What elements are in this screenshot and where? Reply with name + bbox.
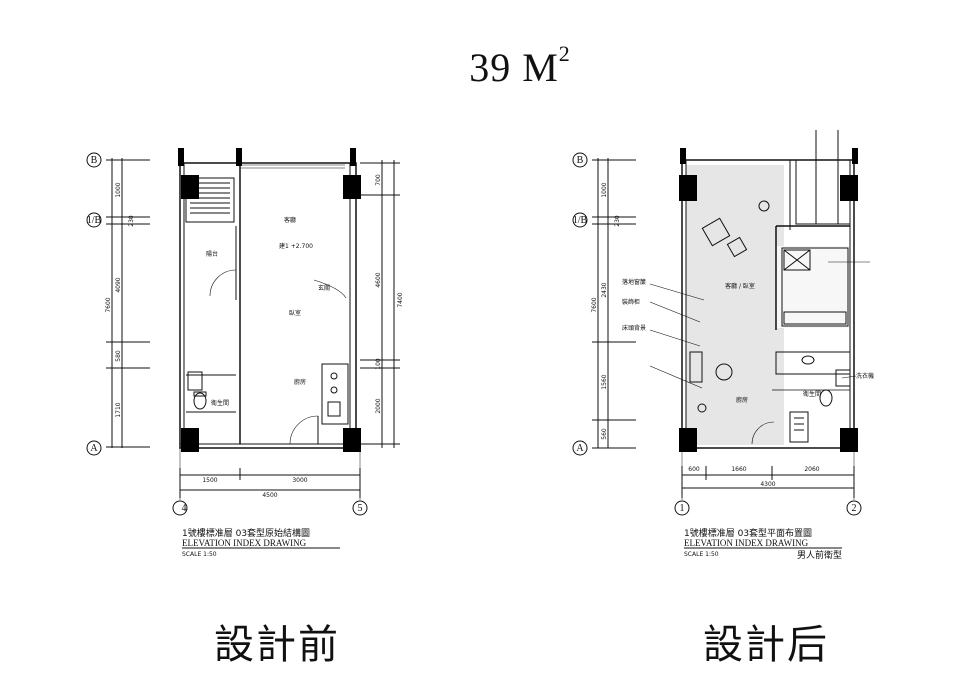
grid-circle-4 [172,500,188,516]
pillar [181,428,199,452]
dim-label: 4300 [760,481,775,488]
sheet-title-cn: 1號樓標准層 03套型平面布置圖 [684,527,812,539]
grid-circle-2 [846,500,862,516]
dim-label: 1710 [115,402,122,417]
grid-label: 2 [852,503,857,514]
grid-circle-5 [352,500,368,516]
pillar [679,428,697,452]
grid-label: 1 [680,503,685,514]
sheet-scale: SCALE 1:50 [182,551,217,558]
room-label: 廚房 [294,378,306,386]
pillar [679,175,697,201]
sheet-scale: SCALE 1:50 [684,551,719,558]
grid-label: A [576,443,584,454]
caption-after: 設計后 [703,622,829,668]
dim-label: 1500 [202,477,217,484]
grid-circle-b [572,152,588,168]
dim-label: 2000 [375,398,382,413]
grid-label: 5 [358,503,363,514]
grid-label: B [91,155,98,166]
sheet-subtitle: 男人前衛型 [797,549,842,561]
callout-label: 洗衣機 [856,372,874,380]
dim-label: 1660 [731,466,746,473]
dim-label: 3000 [292,477,307,484]
right-desk [775,351,851,375]
left-plan [86,148,400,516]
grid-label: 1/B [573,215,588,226]
title-sup: 2 [558,40,571,66]
room-label: 臥室 [289,309,301,317]
sheet-title-en: ELEVATION INDEX DRAWING [684,538,809,548]
dim-label: 100 [375,358,382,370]
pillar [840,175,858,201]
left-kitchen-counter [321,363,349,425]
pillar [181,175,199,199]
dim-label: 1560 [601,374,608,389]
room-label: 陽台 [206,250,218,258]
dim-label: 230 [128,215,135,227]
left-sink [187,371,203,391]
room-label: 客廳 / 臥室 [725,282,755,290]
dim-label: 580 [115,350,122,362]
grid-label: B [577,155,584,166]
dim-label: 4500 [262,492,277,499]
callout-label: 落地窗簾 [622,278,646,286]
dim-label: 7600 [591,297,598,312]
right-bed [781,247,849,327]
grid-circle-1b [572,212,588,228]
right-entry-door [751,421,775,445]
grid-label: 1/B [87,215,102,226]
dim-label: 4090 [115,277,122,292]
pillar [840,428,858,452]
room-label: 廚房 [736,396,748,404]
dim-label: 2060 [804,466,819,473]
room-label: 衛生間 [803,390,821,398]
sheet-title-en: ELEVATION INDEX DRAWING [182,538,307,548]
grid-circle-a [86,440,102,456]
right-washer [835,369,851,387]
dim-label: 7600 [105,297,112,312]
grid-circle-1 [674,500,690,516]
title-main: 39 M [469,45,559,90]
sheet-title-cn: 1號樓標准層 03套型原始結構圖 [182,527,310,539]
caption-before: 設計前 [214,622,340,668]
grid-circle-b [86,152,102,168]
left-outer-wall [179,162,357,449]
callout-label: 床頭背景 [622,324,646,332]
left-entry-door [289,415,319,445]
callout-label: 裝飾柜 [622,298,640,306]
page-title: 39 M2 [0,40,960,91]
right-outer-wall [681,159,855,449]
grid-label: 4 [182,503,187,514]
dim-label: 230 [614,215,621,227]
dim-label: 1000 [115,182,122,197]
room-label: 衛生間 [211,399,229,407]
dim-label: 600 [688,466,700,473]
room-note: 建1 +2.700 [279,242,313,250]
grid-label: A [90,443,98,454]
right-plan [572,130,870,516]
pillar [343,175,361,199]
dim-label: 560 [601,428,608,440]
room-label: 玄關 [318,284,330,292]
left-toilet [193,392,207,410]
right-toilet [819,389,833,407]
right-round-table [715,363,733,381]
dim-label: 1000 [601,182,608,197]
room-label: 客廳 [284,216,296,224]
dim-label: 7400 [397,292,404,307]
left-balcony [185,177,235,223]
right-floor-fill [686,165,784,445]
pillar [343,428,361,452]
grid-circle-a [572,440,588,456]
dim-label: 700 [375,174,382,186]
right-armchair [701,217,731,247]
dim-label: 4600 [375,272,382,287]
dim-label: 2430 [601,282,608,297]
grid-circle-1b [86,212,102,228]
